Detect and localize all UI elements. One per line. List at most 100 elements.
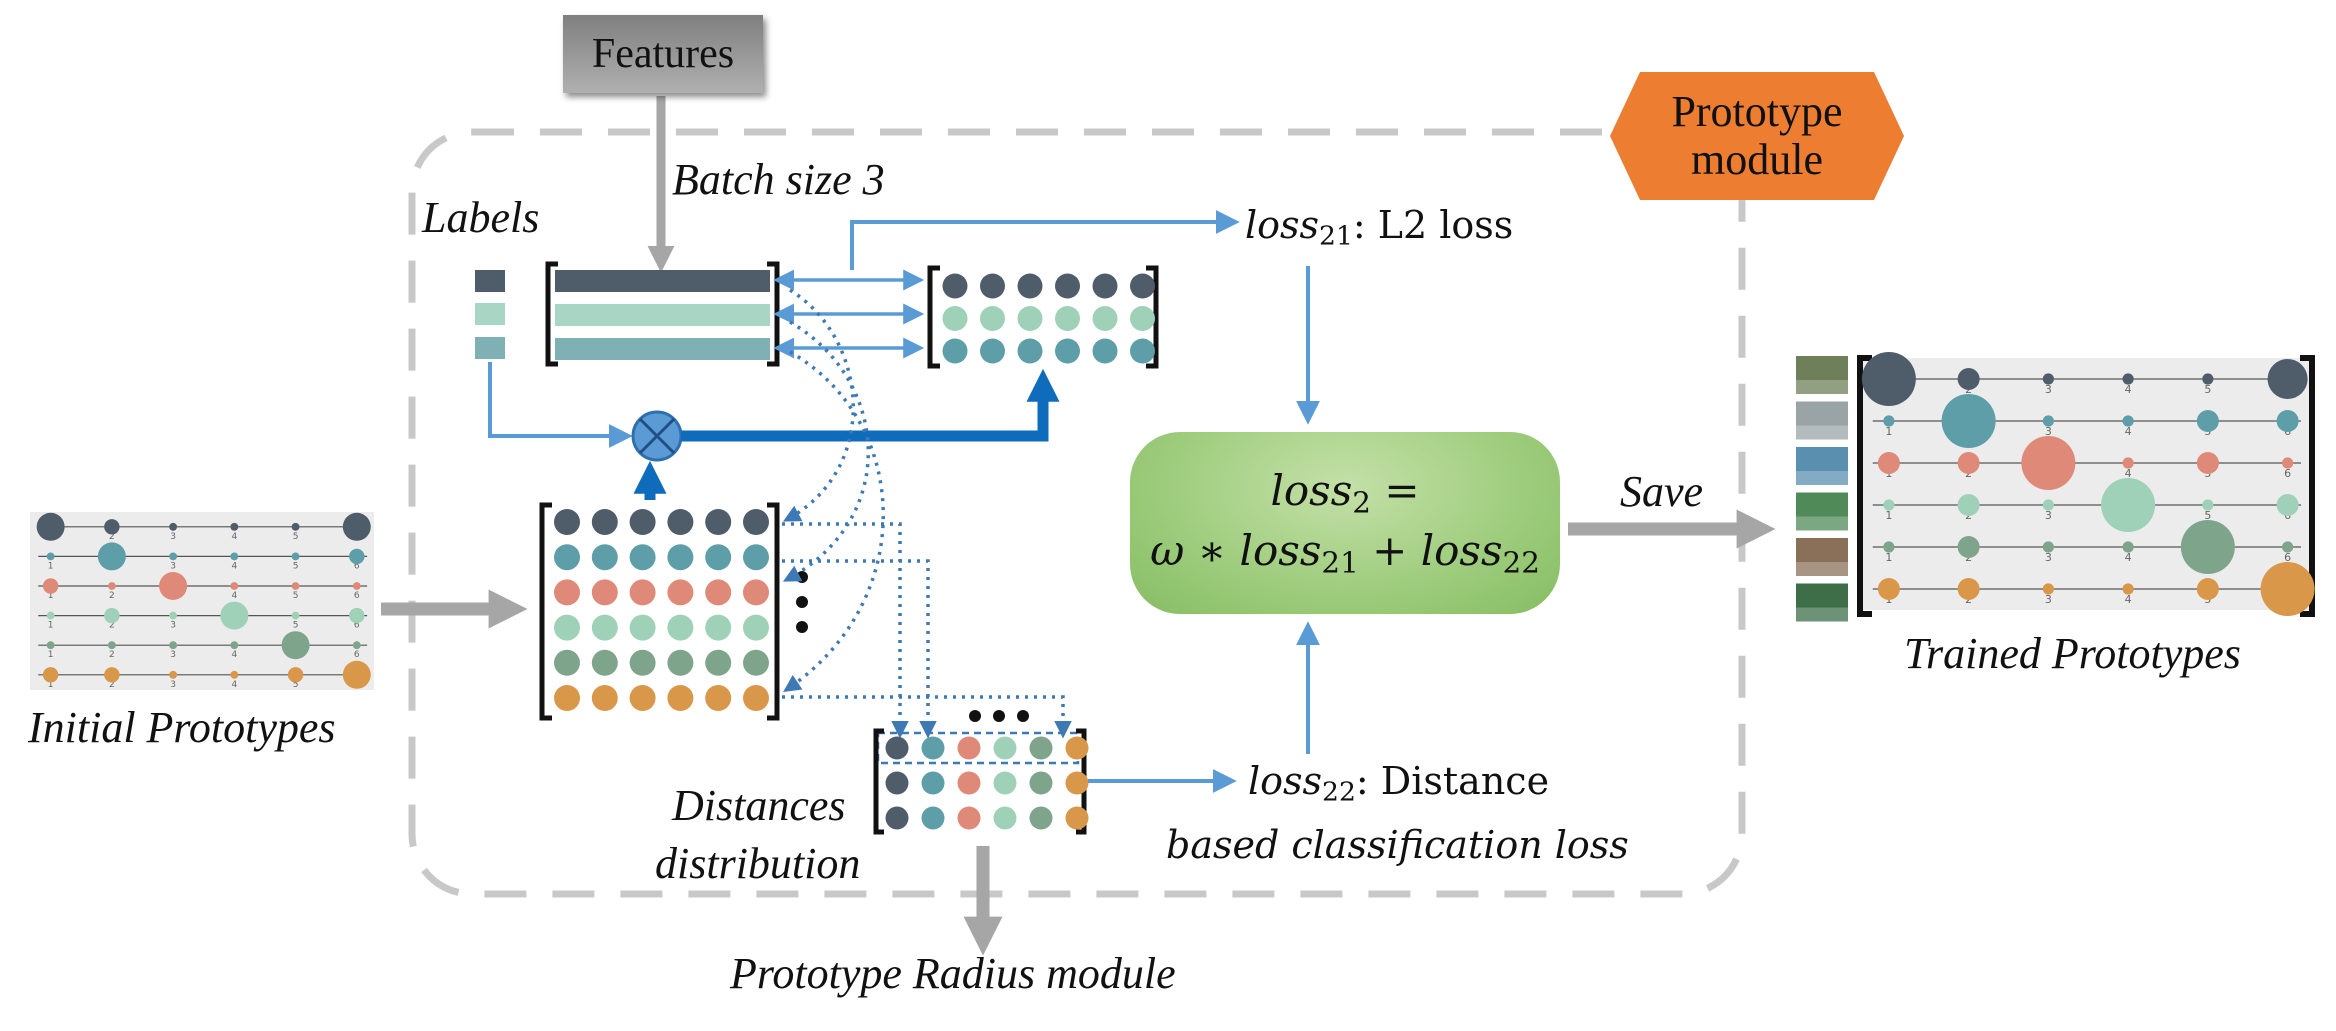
prototype-bubble — [352, 582, 361, 590]
prototype-bubble — [2282, 541, 2294, 553]
batch-prototype-dot — [1055, 306, 1080, 331]
prototype-dot — [743, 614, 769, 641]
loss22-desc-2: based classification loss — [1166, 823, 1629, 867]
batch-prototype-dot — [980, 306, 1005, 331]
prototype-tick-label: 4 — [231, 591, 237, 601]
prototype-tick-label: 1 — [48, 621, 54, 631]
prototype-tick-label: 3 — [2045, 551, 2052, 564]
prototype-tick-label: 6 — [354, 650, 360, 660]
prototype-dot — [705, 614, 732, 641]
prototype-bubble — [159, 572, 188, 600]
prototype-tick-label: 5 — [293, 591, 299, 601]
prototype-bubble — [46, 552, 55, 561]
loss21-desc: : L2 loss — [1352, 203, 1514, 247]
prototype-tick-label: 5 — [2204, 383, 2211, 396]
video-thumbnail — [1796, 447, 1848, 485]
distance-dot — [993, 771, 1017, 795]
batch-prototype-dot — [1130, 306, 1155, 331]
prototype-tick-label: 1 — [1885, 425, 1892, 438]
prototype-bubble — [1941, 394, 1996, 448]
loss22-label: loss22: Distance — [1248, 762, 1549, 806]
distance-dot — [1029, 806, 1053, 830]
prototype-bubble — [107, 582, 116, 590]
video-thumbnail-shade — [1796, 425, 1848, 440]
prototype-bubble — [2276, 494, 2299, 516]
prototype-dot — [591, 649, 618, 676]
prototype-bubble — [2122, 541, 2134, 553]
distance-dot — [957, 771, 981, 795]
loss21-arrow — [850, 210, 1240, 270]
prototype-module-line-2: module — [1691, 135, 1823, 184]
prototype-bubble — [2122, 457, 2134, 469]
prototype-bubble — [42, 667, 59, 683]
distance-matrix — [873, 728, 1089, 835]
labels-to-multiply-arrow — [488, 362, 633, 448]
prototype-dot — [629, 649, 656, 676]
video-thumbnail-shade — [1796, 516, 1848, 531]
prototype-bubble — [104, 519, 120, 535]
prototype-bubble — [1957, 368, 1980, 390]
loss22-sub: 22 — [1322, 776, 1356, 808]
prototype-dot — [705, 649, 732, 676]
features-box: Features — [563, 15, 763, 93]
initial-prototypes-panel: 123456123456123456123456123456123456 — [30, 512, 374, 690]
batch-prototype-dot — [942, 273, 968, 299]
multiply-to-batch-arrow — [681, 368, 1060, 442]
loss22-desc-1: : Distance — [1355, 759, 1550, 803]
prototype-bubble — [291, 611, 300, 620]
prototype-dot — [591, 614, 618, 641]
batch-prototype-dot — [980, 273, 1005, 299]
prototype-bubble — [2042, 499, 2054, 511]
labels-label: Labels — [422, 193, 540, 242]
prototype-tick-label: 5 — [293, 621, 299, 631]
initial-prototypes-label: Initial Prototypes — [28, 703, 336, 752]
prototype-bubble — [2196, 452, 2219, 474]
prototype-tick-label: 6 — [354, 591, 360, 601]
prototype-bubble — [349, 548, 365, 565]
prototype-bubble — [2042, 541, 2054, 553]
prototype-tick-label: 3 — [2045, 425, 2052, 438]
prototype-bubble — [2122, 583, 2134, 595]
prototype-bubble — [2042, 415, 2054, 427]
prototype-bubble — [291, 582, 300, 590]
distance-dot — [885, 736, 909, 760]
prototype-tick-label: 4 — [231, 561, 237, 571]
distance-dot — [993, 806, 1017, 830]
prototype-tick-label: 4 — [2125, 467, 2132, 480]
prototype-dot — [591, 579, 618, 606]
distance-dot — [921, 771, 945, 795]
prototype-tick-label: 6 — [354, 621, 360, 631]
prototype-bubble — [169, 641, 178, 650]
video-thumbnail — [1796, 356, 1848, 394]
video-thumbnails — [1796, 356, 1848, 622]
prototype-bubble — [2267, 359, 2308, 399]
prototype-bubble — [2101, 478, 2156, 532]
radius-module-label: Prototype Radius module — [730, 949, 1176, 998]
prototype-bubble — [291, 552, 300, 561]
prototype-dot — [591, 544, 618, 571]
loss21-label: loss21: L2 loss — [1245, 206, 1513, 250]
batch-prototype-dot — [1055, 338, 1080, 364]
trained-prototypes-panel: 123456123456123456123456123456123456 — [1857, 352, 2315, 617]
prototype-tick-label: 4 — [231, 650, 237, 660]
prototype-bubble — [104, 607, 120, 624]
prototype-tick-label: 1 — [1885, 509, 1892, 522]
batch-prototype-dot — [980, 338, 1005, 364]
save-label: Save — [1620, 467, 1704, 516]
distance-dot — [1065, 806, 1089, 830]
prototype-dot — [629, 509, 656, 535]
distance-dot — [993, 736, 1017, 760]
prototype-tick-label: 2 — [109, 621, 115, 631]
prototype-dot — [743, 649, 769, 676]
distance-dot — [1029, 736, 1053, 760]
prototype-bubble — [1883, 499, 1895, 511]
prototype-tick-label: 1 — [48, 561, 54, 571]
prototype-bubble — [1957, 452, 1980, 474]
prototype-dot — [629, 614, 656, 641]
prototype-bubble — [2282, 457, 2294, 469]
prototype-tick-label: 4 — [2125, 593, 2132, 606]
prototype-bubble — [2276, 410, 2299, 432]
distance-dot — [885, 806, 909, 830]
batch-prototype-matrix — [927, 265, 1159, 369]
label-square-1 — [475, 270, 505, 292]
